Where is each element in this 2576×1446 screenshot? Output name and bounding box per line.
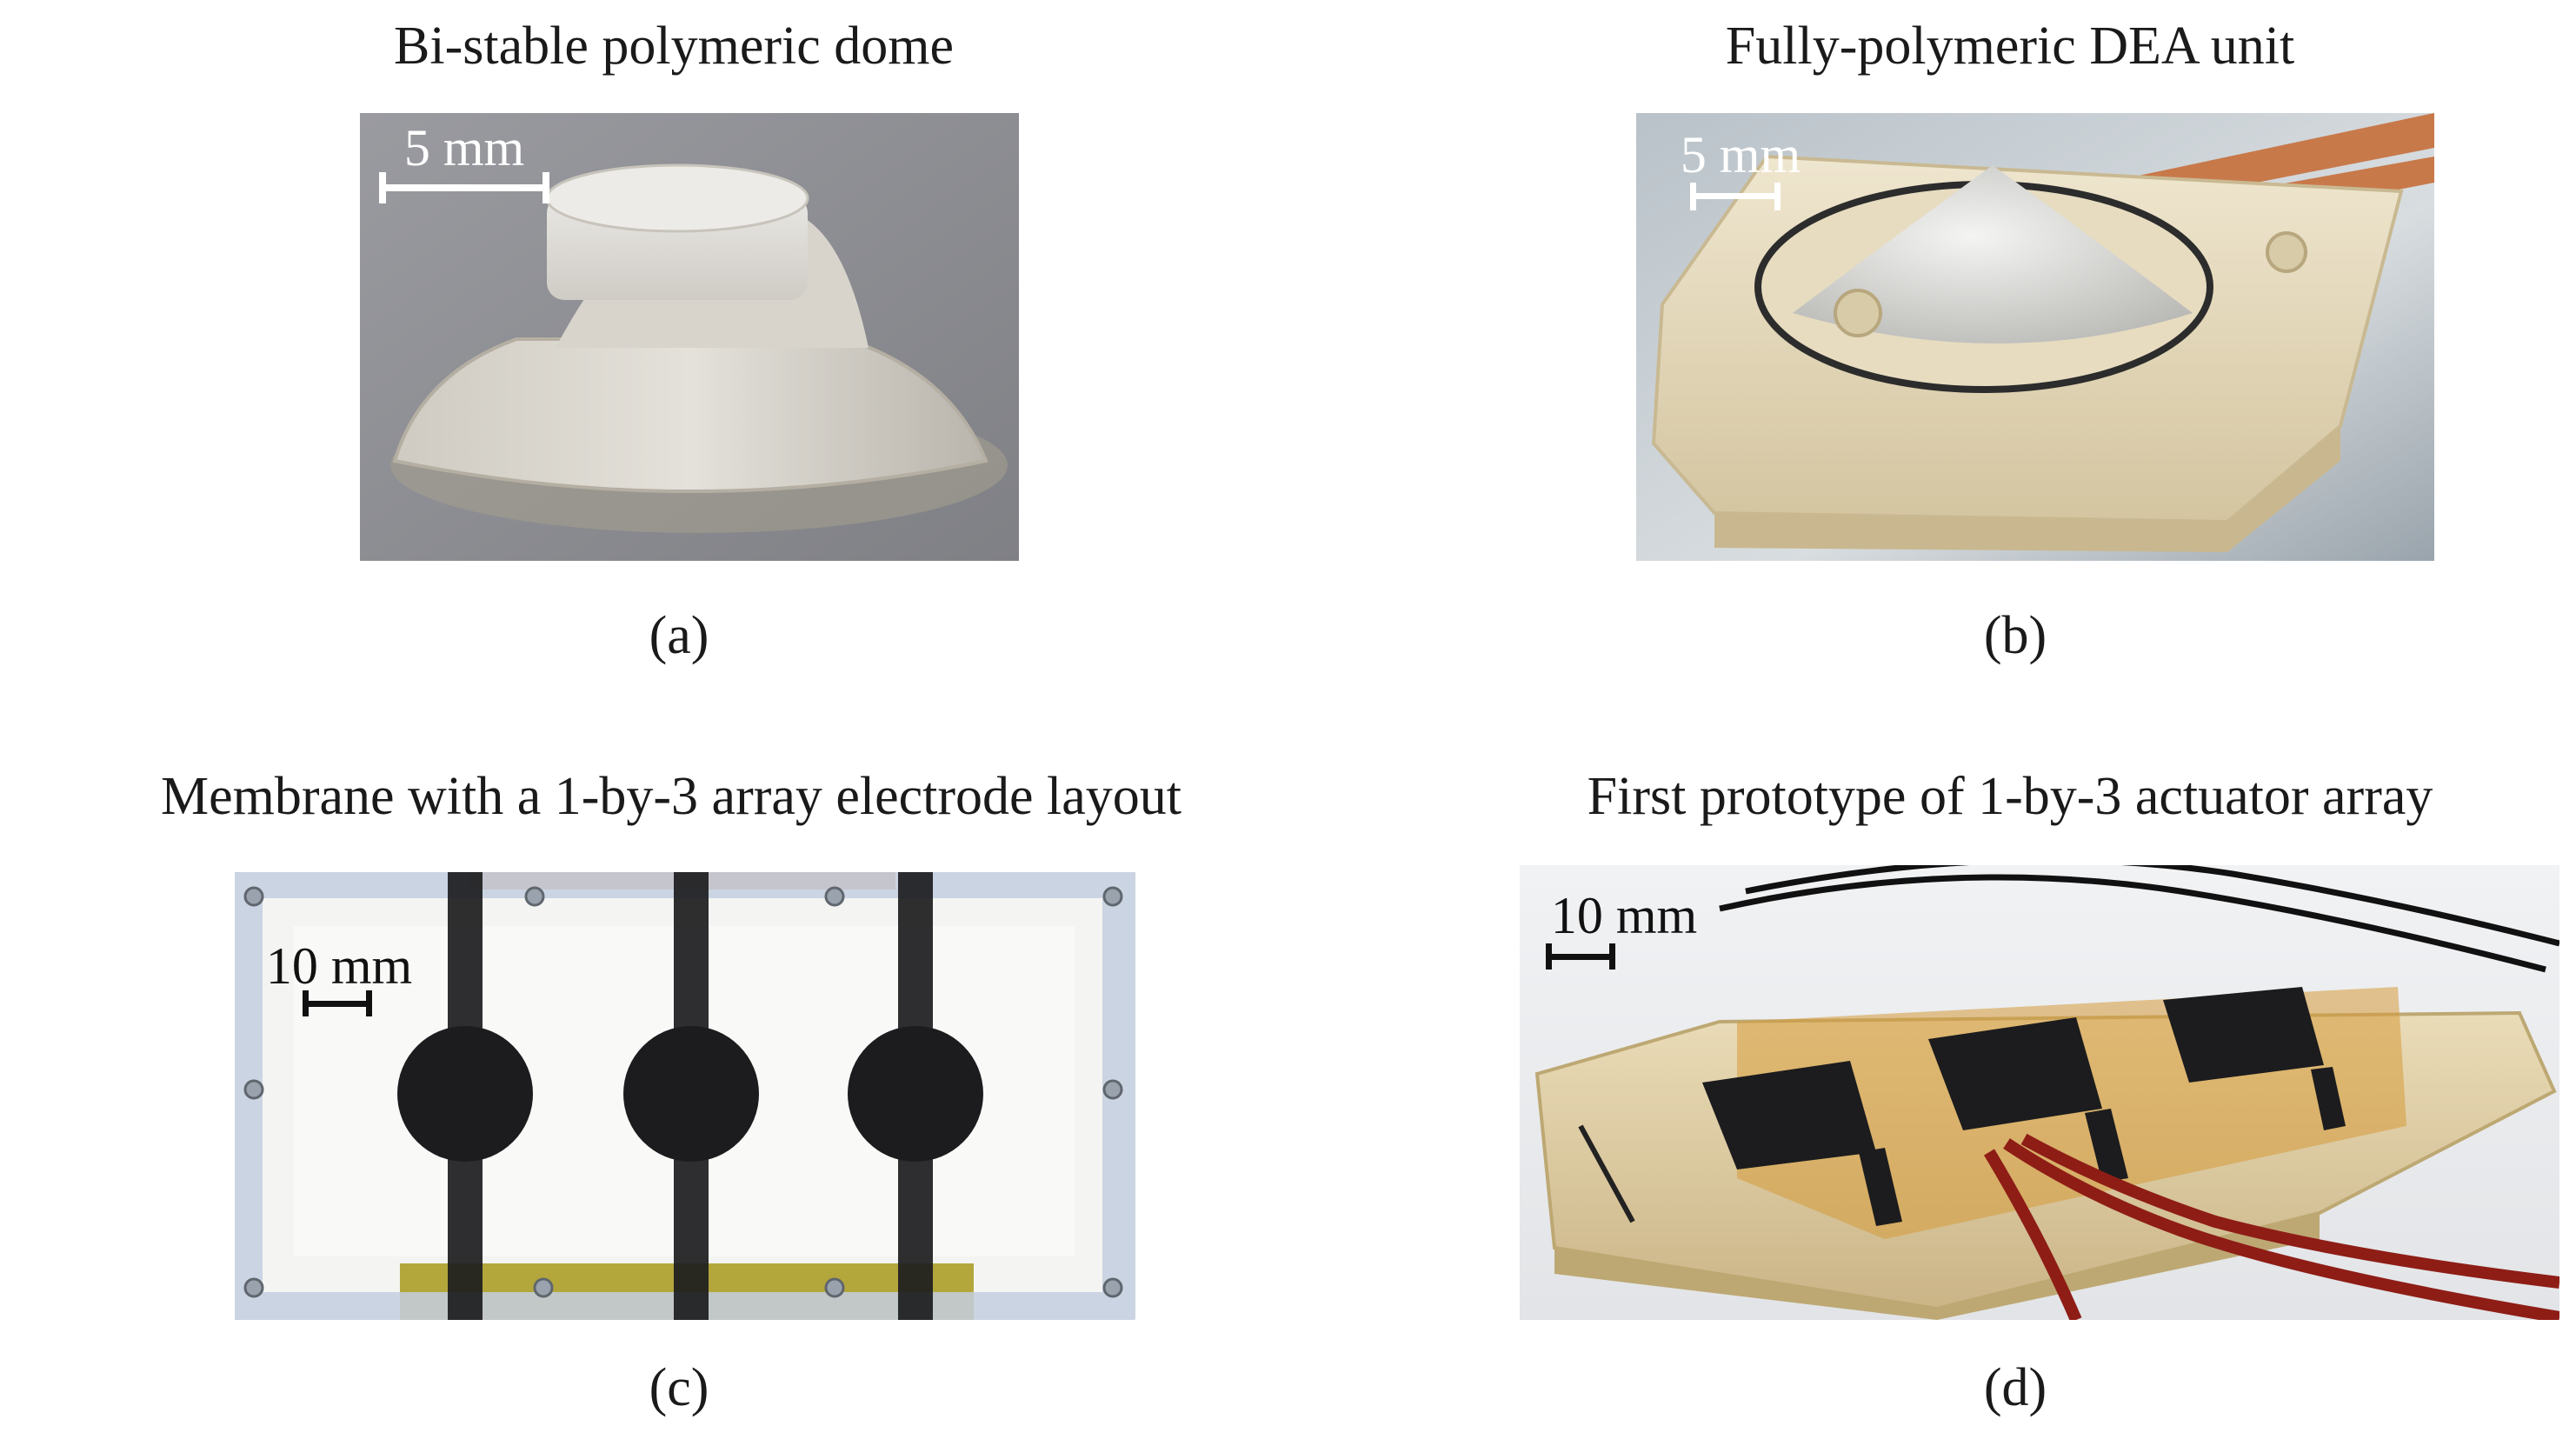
panel-d-label: (d) bbox=[1983, 1358, 2047, 1417]
panel-c-photo: 10 mm bbox=[235, 872, 1135, 1320]
dome-photo-graphic: 5 mm bbox=[360, 113, 1019, 561]
scale-label-b: 5 mm bbox=[1681, 126, 1801, 183]
panel-d-photo: 10 mm bbox=[1520, 865, 2559, 1320]
scale-bar-a: 5 mm bbox=[379, 119, 549, 203]
panel-b-photo: 5 mm bbox=[1636, 113, 2434, 561]
scale-bar-b: 5 mm bbox=[1681, 126, 1801, 210]
scale-bar-c: 10 mm bbox=[266, 937, 412, 1016]
panel-a-label: (a) bbox=[649, 606, 709, 665]
scale-label-a: 5 mm bbox=[404, 119, 524, 177]
scale-bar-d: 10 mm bbox=[1546, 887, 1697, 970]
panel-a-title: Bi-stable polymeric dome bbox=[394, 17, 954, 76]
actuator-array-graphic: 10 mm bbox=[1520, 865, 2559, 1320]
electrodes bbox=[397, 872, 983, 1320]
panel-c-title: Membrane with a 1-by-3 array electrode l… bbox=[160, 767, 1182, 826]
scale-label-c: 10 mm bbox=[266, 937, 412, 995]
actuator-electrodes bbox=[1702, 987, 2346, 1226]
panel-d-title: First prototype of 1-by-3 actuator array bbox=[1587, 767, 2433, 826]
membrane-graphic: 10 mm bbox=[235, 872, 1135, 1320]
panel-b-title: Fully-polymeric DEA unit bbox=[1725, 17, 2295, 76]
panel-c-label: (c) bbox=[649, 1358, 709, 1417]
dea-unit-graphic: 5 mm bbox=[1636, 113, 2434, 561]
panel-b-label: (b) bbox=[1983, 606, 2047, 665]
panel-a-photo: 5 mm bbox=[360, 113, 1019, 561]
scale-label-d: 10 mm bbox=[1551, 887, 1697, 944]
